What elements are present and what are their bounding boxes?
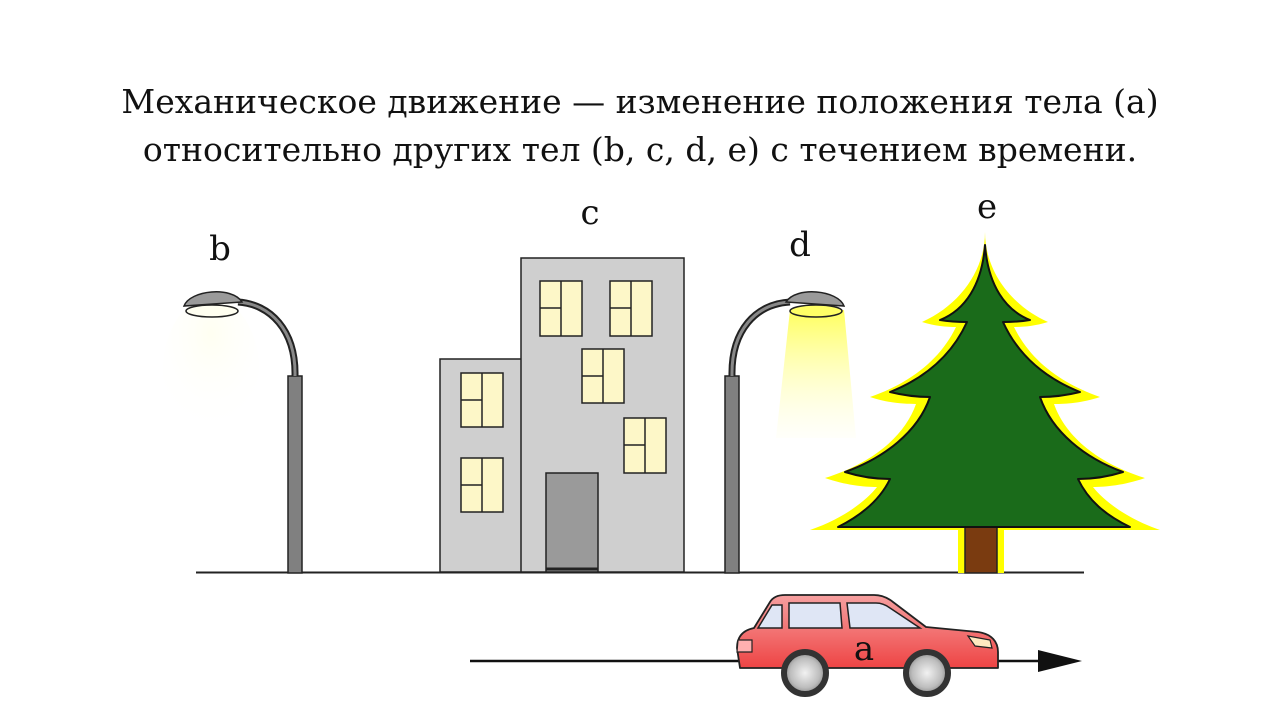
label-b: b [209,229,231,269]
label-a: a [854,629,874,669]
car-taillight [736,639,753,653]
lamp-b-light-glow [163,298,259,442]
car-headlight [966,635,993,649]
tree-foliage [837,244,1131,528]
car-window-front [846,602,923,629]
car-window-middle [788,602,843,629]
caption: Механическое движение — изменение положе… [0,78,1280,174]
tree-e [810,232,1160,574]
label-e: e [977,187,997,227]
arrow-head [1038,650,1082,672]
caption-line-1: Механическое движение — изменение положе… [121,82,1159,121]
street-lamp-d [724,291,856,574]
building-c [439,257,685,573]
building-door [545,472,599,573]
label-d: d [789,225,811,265]
lamp-d-light-beam [776,310,856,438]
car-wheel-rear [781,649,829,697]
building-windows [460,280,667,513]
caption-line-2: относительно других тел (b, c, d, e) с т… [142,130,1138,169]
car-wheel-front [903,649,951,697]
car-window-rear [756,604,783,629]
car-a [736,594,999,697]
label-c: c [580,193,599,233]
street-lamp-b [163,291,303,574]
